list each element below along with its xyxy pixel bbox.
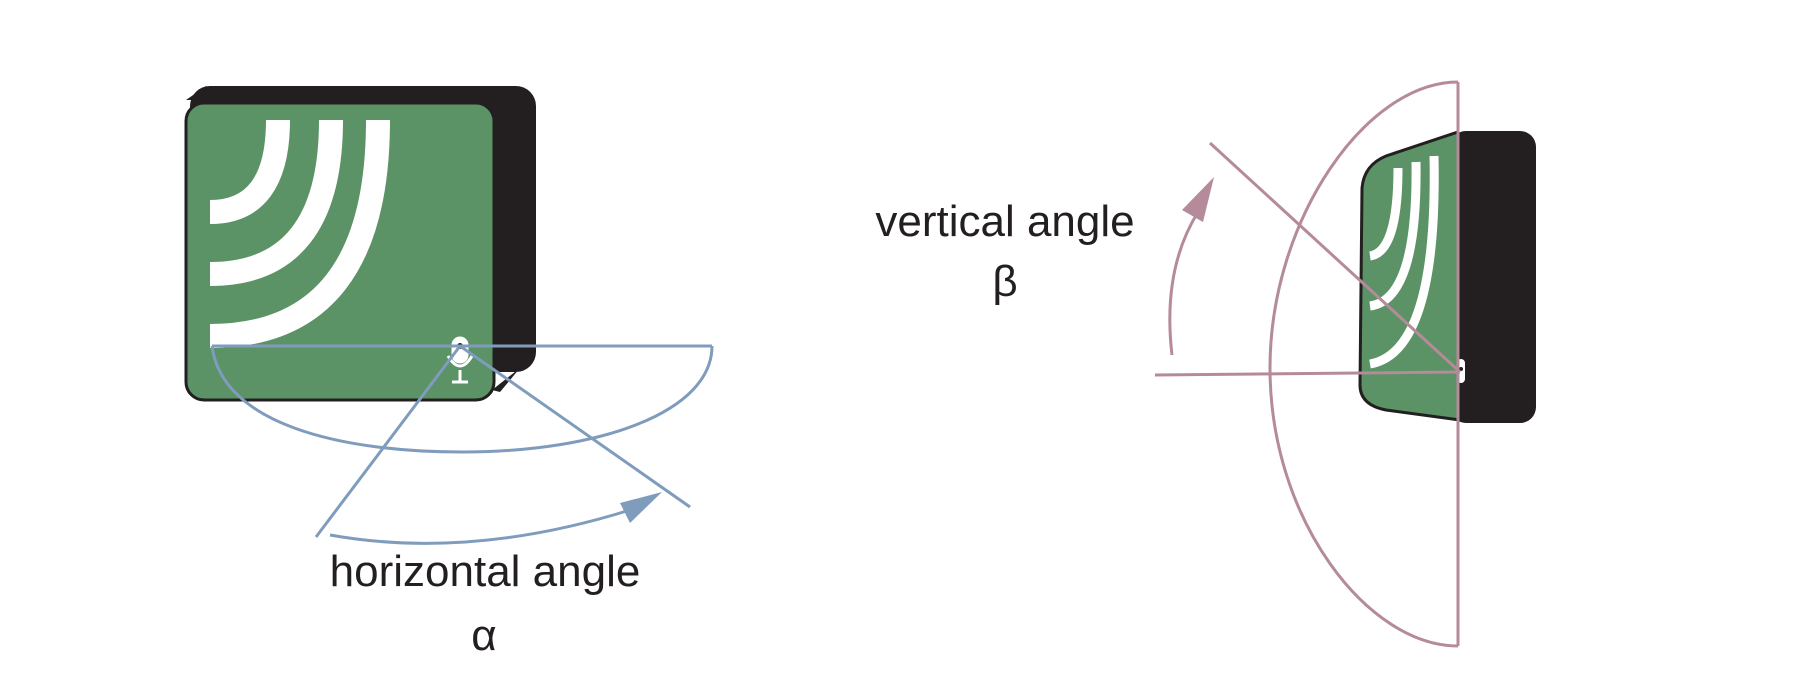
tilted-boundary-ray [1208,141,1462,374]
horizontal-angle-title: horizontal angle [330,547,641,596]
vertical-angle-arrowhead [1182,177,1214,222]
signal-waves-icon [209,119,390,348]
horizontal-coverage-ellipse [210,345,714,454]
horizontal-angle-geometry [210,344,714,545]
left-boundary-ray [314,345,462,538]
horizontal-angle-arc [329,508,631,545]
vertical-angle-title: vertical angle [875,197,1134,246]
side-view-device [1358,129,1536,423]
horizontal-angle-arrowhead [620,492,662,523]
device-body-side [1450,131,1536,423]
horizontal-reference-line [1154,370,1461,377]
front-view-device [184,86,536,402]
signal-waves-icon-side [1368,155,1439,369]
device-face-side [1358,129,1462,422]
vertical-angle-geometry [1154,80,1462,648]
right-boundary-ray [459,344,691,509]
vertical-coverage-ellipse [1268,80,1459,648]
vertical-angle-arc [1168,211,1200,356]
horizontal-angle-symbol: α [471,611,496,660]
vertical-angle-symbol: β [992,257,1017,306]
